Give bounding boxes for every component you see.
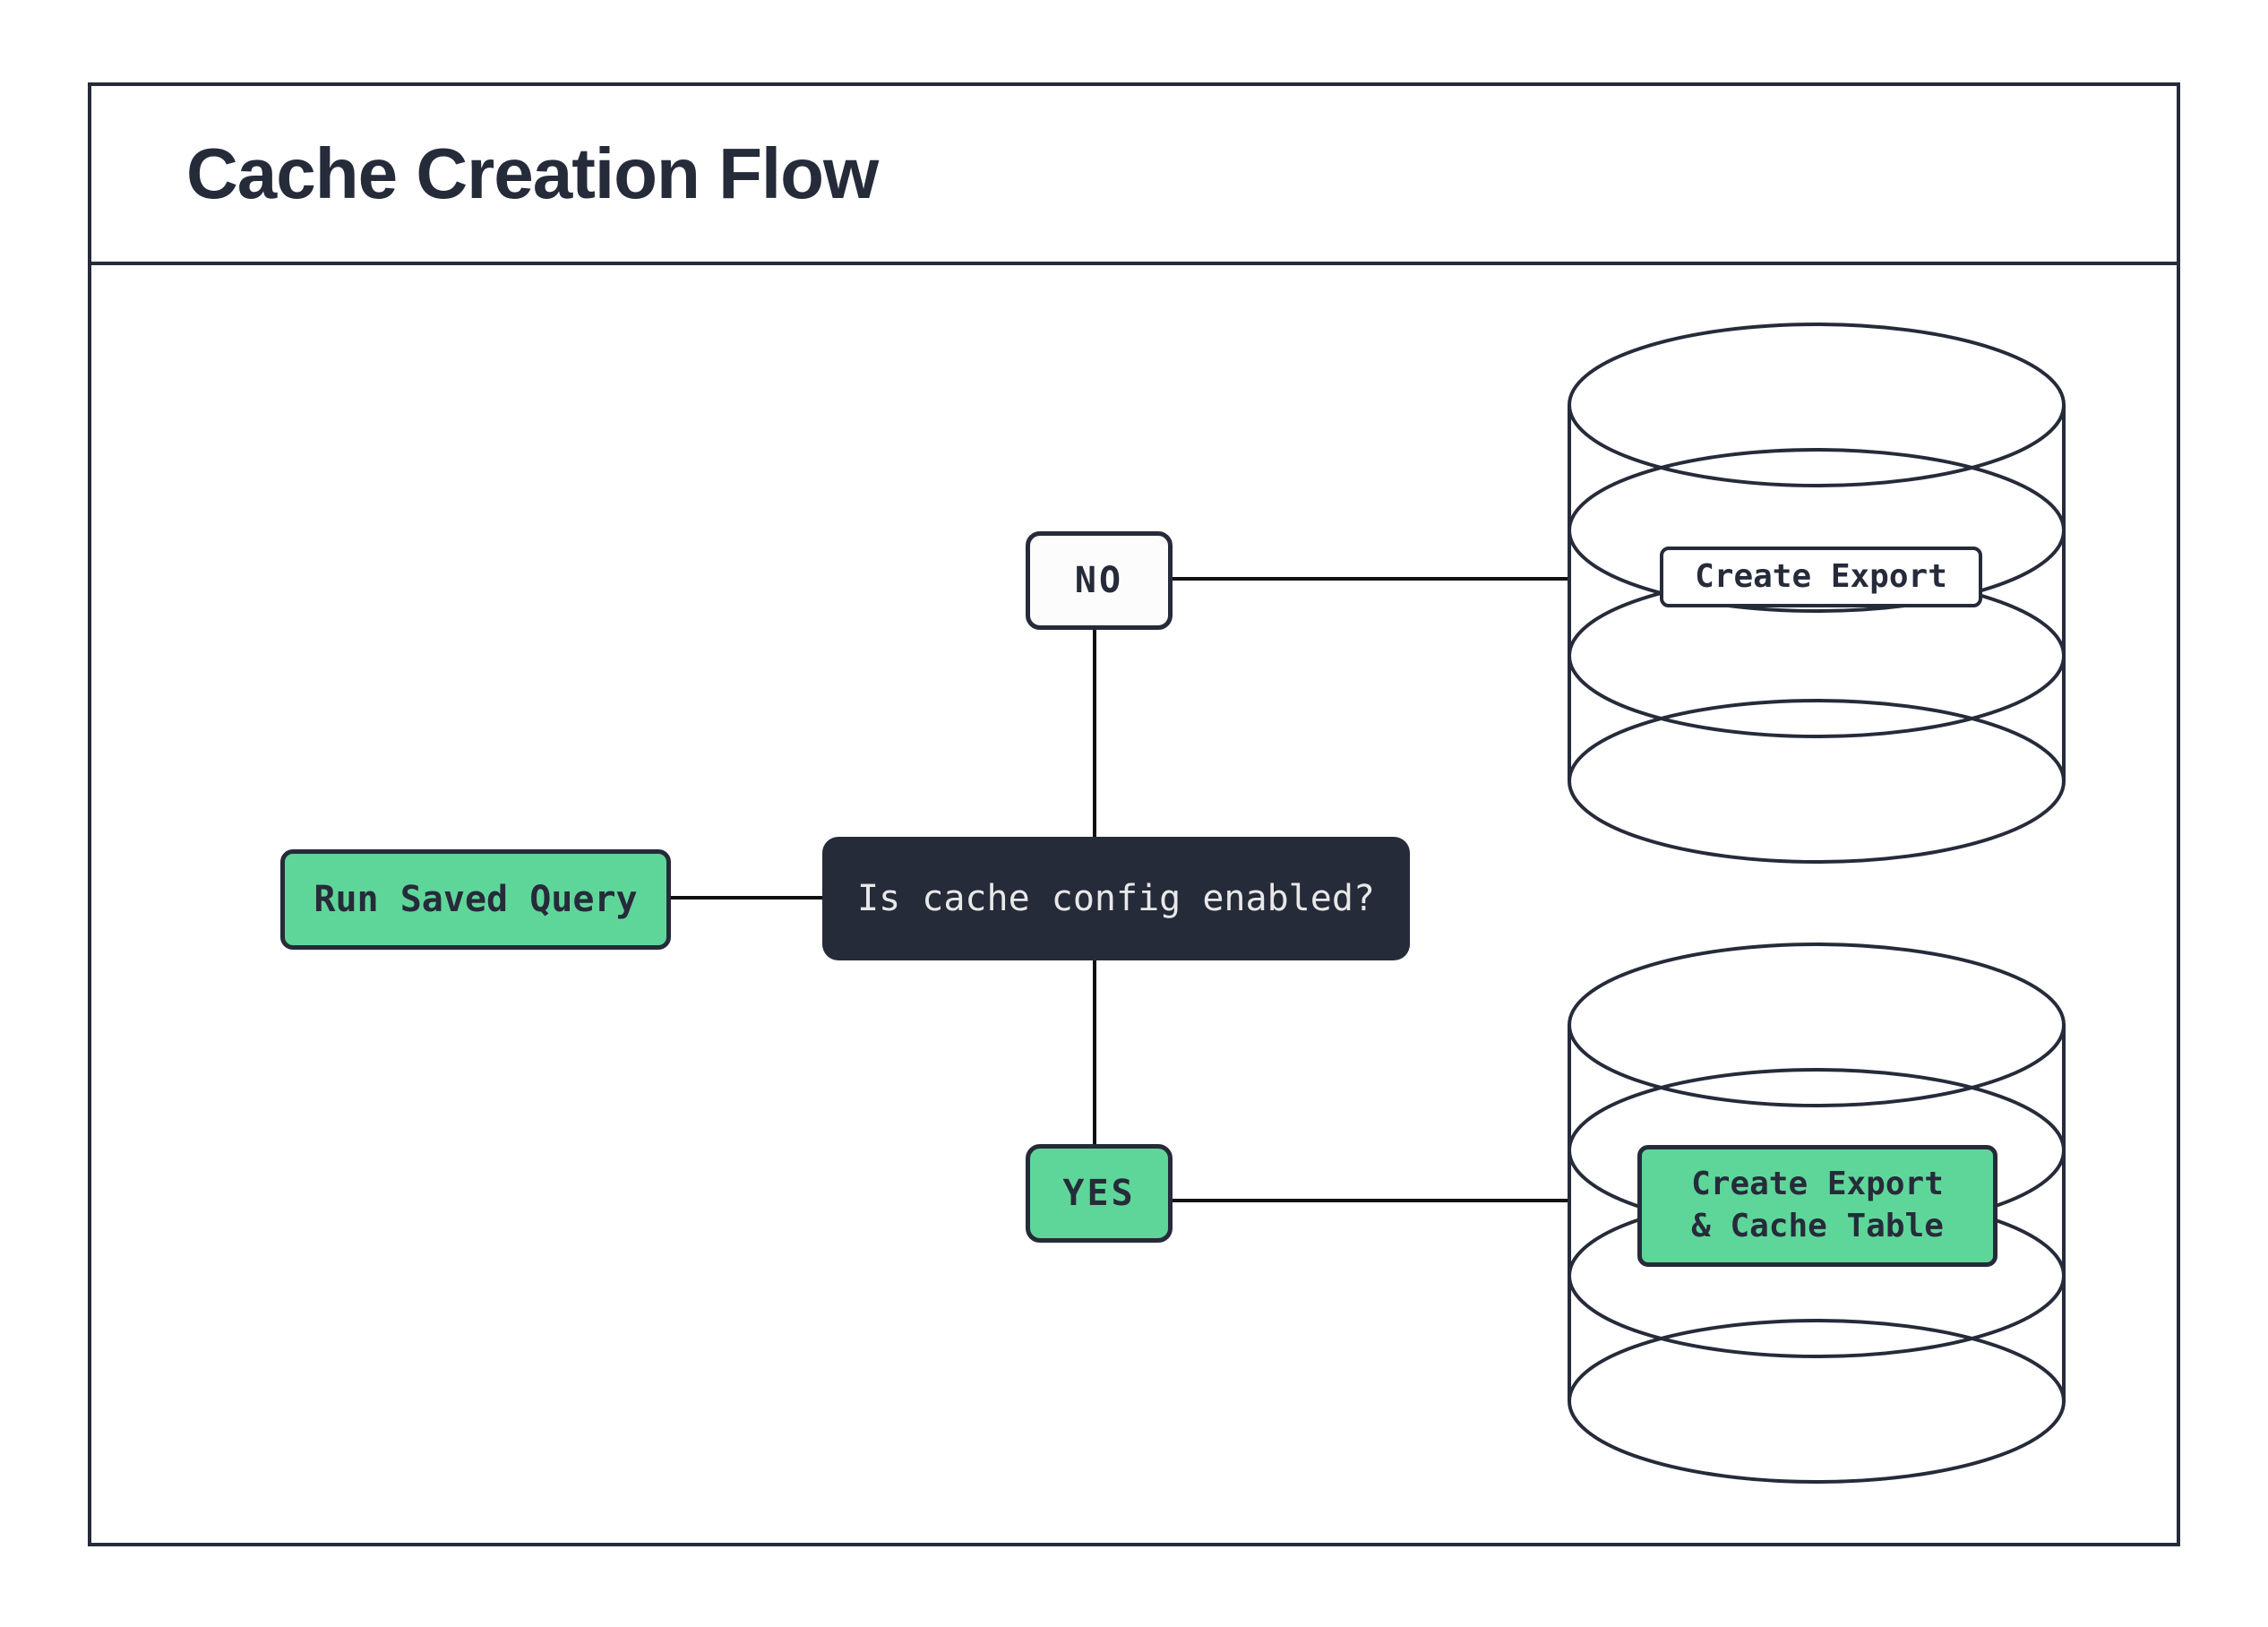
- node-run-saved-query: Run Saved Query: [280, 849, 671, 950]
- diagram-header: Cache Creation Flow: [91, 86, 2177, 265]
- label-line-1: Create Export: [1691, 1166, 1944, 1203]
- connector-start-to-decision: [671, 896, 822, 900]
- label-create-export-cache-table: Create Export & Cache Table: [1637, 1145, 1997, 1267]
- node-branch-yes: YES: [1026, 1144, 1173, 1243]
- diagram-frame: Cache Creation Flow: [88, 82, 2180, 1546]
- label-create-export: Create Export: [1660, 547, 1982, 607]
- connector-decision-to-no: [1093, 630, 1096, 837]
- node-branch-no: NO: [1026, 531, 1173, 630]
- node-decision-cache-config: Is cache config enabled?: [822, 837, 1410, 960]
- label-line-2: & Cache Table: [1691, 1208, 1944, 1244]
- connector-decision-to-yes: [1093, 960, 1096, 1144]
- database-icon: [1568, 943, 2066, 1484]
- connector-no-to-database: [1172, 577, 1569, 581]
- page-title: Cache Creation Flow: [186, 133, 879, 213]
- connector-yes-to-database: [1172, 1199, 1569, 1202]
